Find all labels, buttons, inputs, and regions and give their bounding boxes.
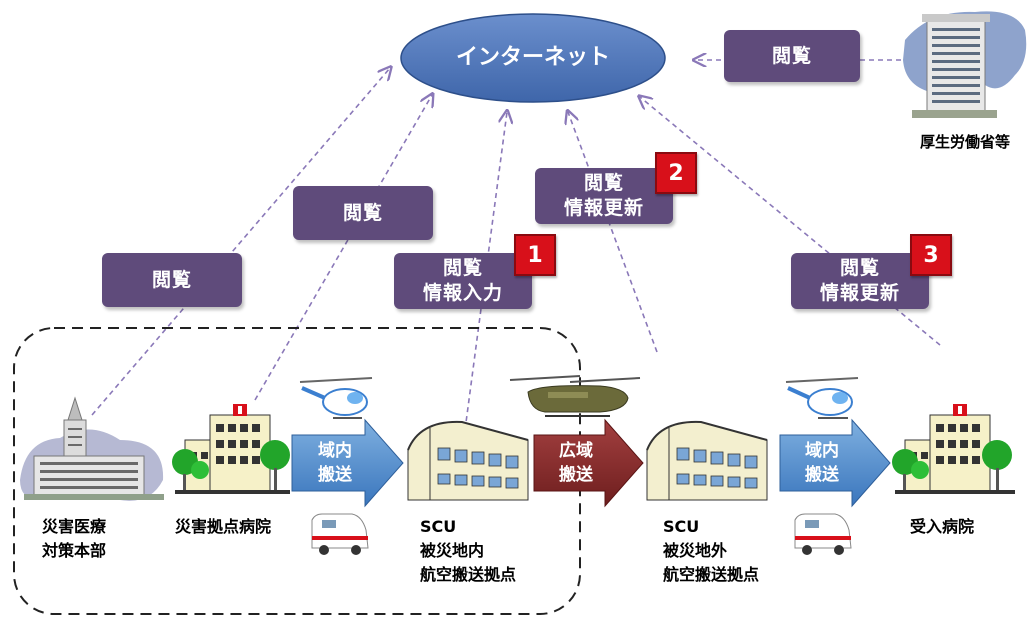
scu-out-label-line3: 航空搬送拠点 bbox=[663, 565, 760, 584]
ambulance-icon-2 bbox=[794, 513, 852, 555]
scu-out-building-icon bbox=[646, 420, 768, 501]
browse-box-hq: 閲覧 bbox=[102, 253, 242, 307]
wide-transport-arrow bbox=[533, 418, 644, 508]
browse-update-box-scu-out: 閲覧 情報更新 bbox=[535, 168, 673, 224]
scu-out-label-line1: SCU bbox=[663, 517, 700, 536]
scu-in-label-line2: 被災地内 bbox=[420, 541, 485, 560]
scu-out-label-line2: 被災地外 bbox=[663, 541, 728, 560]
scu-in-label-line1: SCU bbox=[420, 517, 457, 536]
hq-label-line2: 対策本部 bbox=[42, 541, 107, 560]
receiving-box-line1: 閲覧 bbox=[839, 257, 880, 279]
transport-aircraft-icon bbox=[509, 375, 641, 417]
wide-transport-text: 広域 搬送 bbox=[546, 439, 606, 487]
base-hospital-label: 災害拠点病院 bbox=[175, 517, 272, 536]
browse-input-box-scu-in: 閲覧 情報入力 bbox=[394, 253, 532, 309]
ministry-building-icon bbox=[903, 11, 1027, 118]
helicopter-icon-2 bbox=[785, 377, 859, 419]
ambulance-icon-1 bbox=[311, 513, 369, 555]
wide-transport-line2: 搬送 bbox=[559, 465, 593, 485]
scu-in-label-line3: 航空搬送拠点 bbox=[420, 565, 517, 584]
connector-base-hospital bbox=[254, 95, 432, 401]
local-transport-1-line2: 搬送 bbox=[318, 465, 352, 485]
local-transport-2-line1: 域内 bbox=[805, 441, 839, 461]
local-transport-1-line1: 域内 bbox=[318, 441, 352, 461]
scu-in-box-line2: 情報入力 bbox=[422, 282, 503, 304]
step-badge-3: 3 bbox=[910, 234, 952, 276]
connector-scu-out bbox=[568, 112, 658, 353]
wide-transport-line1: 広域 bbox=[559, 441, 593, 461]
ministry-label: 厚生労働省等 bbox=[920, 133, 1011, 151]
local-transport-arrow-1 bbox=[291, 418, 404, 508]
scu-out-box-line2: 情報更新 bbox=[563, 197, 644, 219]
base-hospital-icon bbox=[172, 404, 290, 494]
browse-update-box-receiving: 閲覧 情報更新 bbox=[791, 253, 929, 309]
internet-label: インターネット bbox=[455, 45, 610, 70]
browse-box-hq-text: 閲覧 bbox=[151, 268, 192, 291]
receiving-hospital-label: 受入病院 bbox=[910, 517, 975, 536]
internet-cloud bbox=[400, 13, 666, 103]
local-transport-arrow-2 bbox=[779, 418, 891, 508]
local-transport-2-line2: 搬送 bbox=[805, 465, 839, 485]
browse-box-base-hospital-text: 閲覧 bbox=[342, 201, 383, 224]
scu-in-building-icon bbox=[407, 420, 529, 501]
local-transport-text-1: 域内 搬送 bbox=[305, 439, 365, 487]
scu-out-box-line1: 閲覧 bbox=[583, 172, 624, 194]
browse-box-ministry: 閲覧 bbox=[724, 30, 860, 82]
hq-label-line1: 災害医療 bbox=[42, 517, 107, 536]
receiving-hospital-icon bbox=[892, 404, 1015, 494]
step-badge-1: 1 bbox=[514, 234, 556, 276]
receiving-box-line2: 情報更新 bbox=[819, 282, 900, 304]
scu-in-box-line1: 閲覧 bbox=[442, 257, 483, 279]
local-transport-text-2: 域内 搬送 bbox=[792, 439, 852, 487]
browse-box-base-hospital: 閲覧 bbox=[293, 186, 433, 240]
hq-building-icon bbox=[20, 396, 164, 501]
step-badge-2: 2 bbox=[655, 152, 697, 194]
helicopter-icon-1 bbox=[299, 377, 373, 419]
connector-hq bbox=[91, 68, 390, 416]
browse-box-ministry-text: 閲覧 bbox=[771, 44, 812, 67]
